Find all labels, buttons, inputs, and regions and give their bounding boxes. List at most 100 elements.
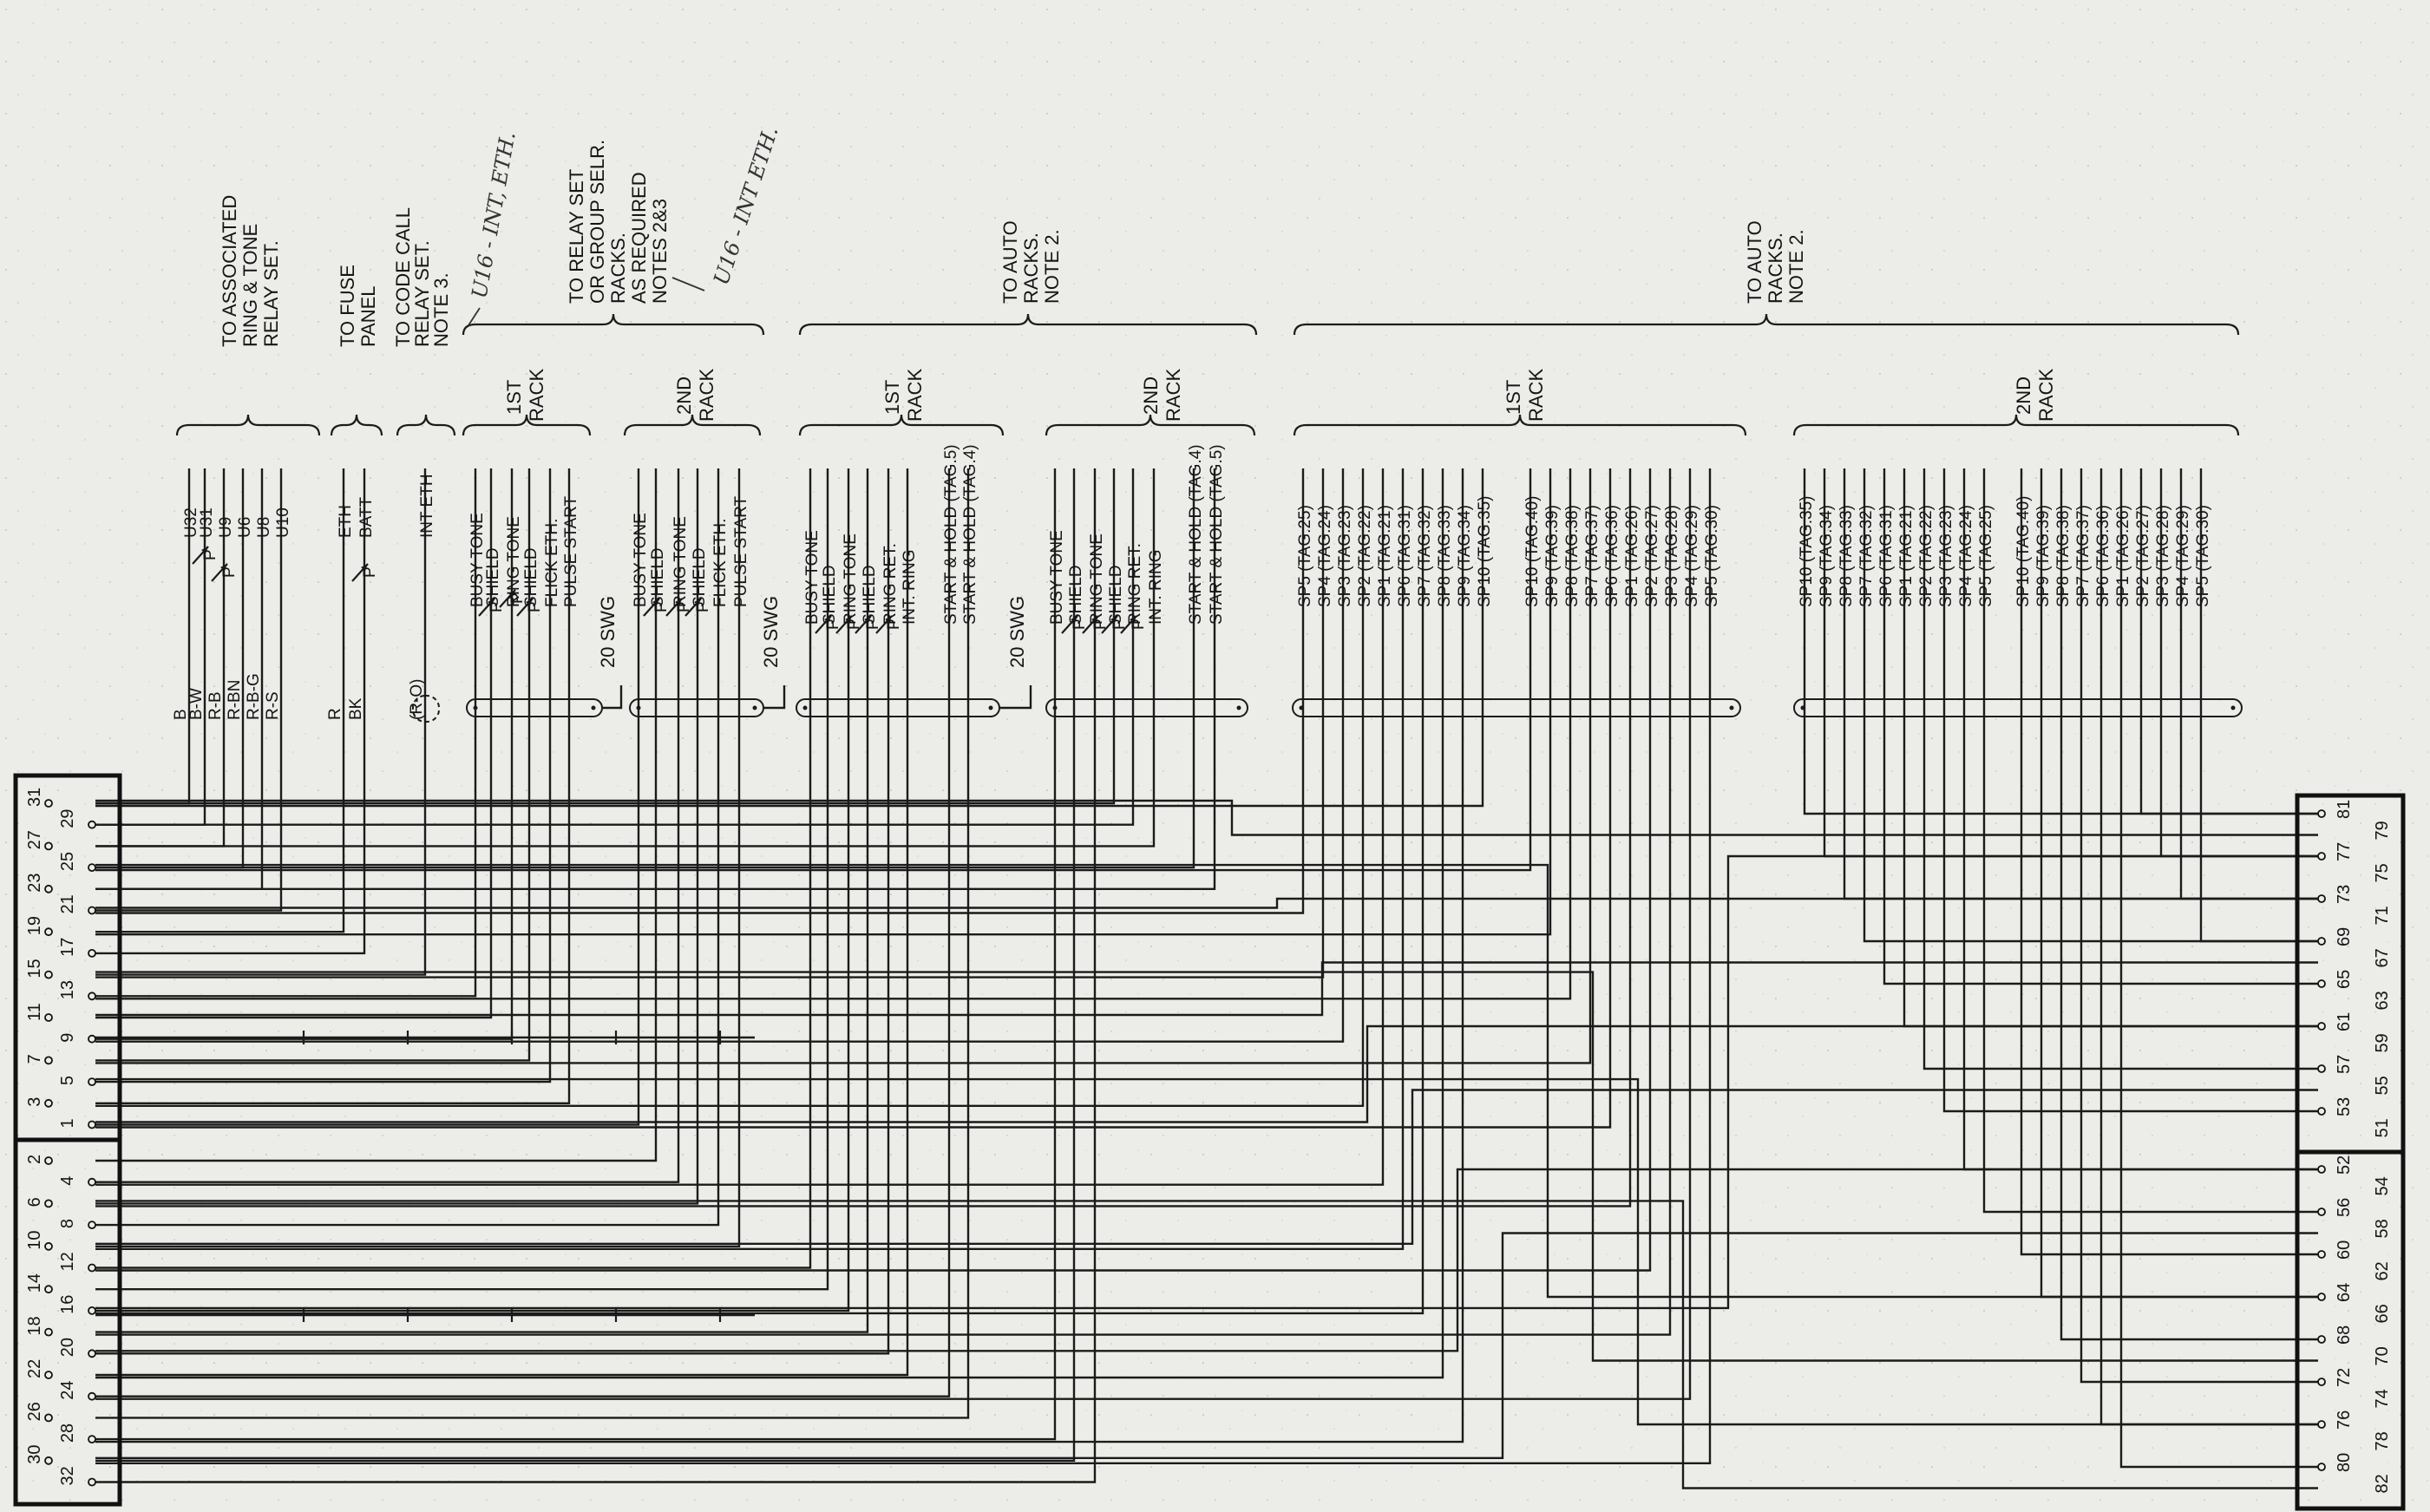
relay2-wire-label: FLICK ETH. (711, 519, 730, 607)
wire-to-left-terminal (95, 468, 493, 1019)
right-pin-bottom: 78 (2373, 1431, 2392, 1450)
terminal-pin (44, 970, 53, 979)
sp-wire-to-left (95, 468, 1425, 1315)
sp1-wire-label: SP2 (TAG.22) (1356, 505, 1374, 607)
left-pin-top: 11 (25, 1003, 44, 1021)
swg-lead (602, 685, 623, 710)
left-pin-top: 31 (25, 788, 44, 807)
right-pin-top: 77 (2335, 842, 2354, 861)
auto1-wire-label: SHIELD (821, 565, 839, 625)
brace-auto-a (798, 313, 1258, 336)
right-pin-top: 61 (2335, 1012, 2354, 1031)
wire-to-left-terminal (95, 468, 1195, 869)
relay1-wire-label: BUSY TONE (468, 513, 487, 607)
wire-to-left-terminal (95, 468, 283, 912)
terminal-pin (2317, 1378, 2326, 1386)
sp3-wire-label: SP3 (TAG.23) (1937, 505, 1955, 607)
fuse-wire-label-color: R (326, 708, 344, 720)
sp2-wire-label: SP9 (TAG.39) (1543, 505, 1562, 607)
auto2-wire-label: RING TONE (1088, 533, 1106, 625)
group-header-code-call: NOTE 3. (430, 272, 452, 347)
shield-dot (2230, 705, 2236, 710)
sp3-wire-label: SP10 (TAG.35) (1798, 496, 1816, 607)
terminal-pin (2317, 1022, 2326, 1031)
rack-label: 1ST (881, 380, 903, 415)
sp-wire-to-right (1922, 468, 2318, 1070)
sp4-wire-label: SP5 (TAG.30) (2194, 505, 2212, 607)
sp2-wire-label: SP2 (TAG.27) (1643, 505, 1661, 607)
sp3-wire-label: SP7 (TAG.32) (1857, 505, 1876, 607)
relay2-wire-label: RING TONE (671, 516, 690, 607)
rack-label: 2ND (2013, 376, 2034, 415)
handwritten-arrow (468, 307, 481, 326)
wire-to-left-terminal (95, 468, 1216, 890)
assoc-wire-label-color: B-W (187, 688, 206, 720)
terminal-pin (2317, 979, 2326, 988)
cross-run (95, 961, 2318, 1017)
terminal-pin (44, 1371, 53, 1379)
sp-wire-to-left (95, 468, 1712, 1464)
wire-to-left-terminal (95, 468, 890, 1355)
terminal-pin (88, 1221, 96, 1229)
auto1-wire-label: START & HOLD (TAG.5) (942, 444, 960, 625)
auto2-wire-label: INT. RING (1147, 549, 1165, 625)
swg-label: 20 SWG (597, 596, 619, 668)
sp3-wire-label: SP8 (TAG.33) (1837, 505, 1856, 607)
rack-label: RACK (1163, 369, 1184, 422)
relay1-wire-label: SHIELD (484, 547, 502, 607)
terminal-pin (2317, 1064, 2326, 1073)
rack-label: 1ST (1503, 380, 1524, 415)
wire-to-left-terminal (95, 468, 552, 1083)
sp3-wire-label: SP9 (TAG.34) (1818, 505, 1836, 607)
rack-label: 2ND (673, 376, 695, 415)
code-wire-label: INT ETH (418, 474, 436, 538)
rack-label: 1ST (503, 380, 525, 415)
sp-wire-to-left (95, 468, 1572, 1000)
left-pin-bottom: 10 (25, 1231, 44, 1250)
sp4-wire-label: SP2 (TAG.27) (2134, 505, 2152, 607)
shield-p-mark: P (488, 601, 506, 612)
sp2-wire-label: SP10 (TAG.40) (1523, 496, 1542, 607)
auto2-wire-label: SHIELD (1067, 565, 1085, 625)
sp2-wire-label: SP7 (TAG.37) (1583, 505, 1601, 607)
sp-wire-to-right (1863, 468, 2318, 943)
sp-wire-to-left (95, 468, 1652, 1272)
terminal-pin (44, 1156, 53, 1165)
left-pin-top: 3 (25, 1097, 44, 1107)
sp3-wire-label: SP5 (TAG.25) (1977, 505, 1995, 607)
right-pin-top: 55 (2373, 1076, 2392, 1095)
right-pin-bottom: 76 (2335, 1411, 2354, 1430)
terminal-pin (44, 1285, 53, 1294)
group-header-auto-b: RACKS. (1765, 232, 1786, 304)
brace-rack (1045, 414, 1256, 436)
terminal-pin (2317, 809, 2326, 818)
shield-dot (1729, 705, 1734, 710)
left-pin-bottom: 4 (58, 1176, 77, 1186)
sp4-wire-label: SP7 (TAG.37) (2074, 505, 2093, 607)
left-pin-bottom: 24 (58, 1380, 77, 1399)
right-pin-top: 79 (2373, 821, 2392, 840)
swg-label: 20 SWG (1006, 596, 1028, 668)
left-pin-bottom: 14 (25, 1273, 44, 1293)
wire-to-left-terminal (95, 468, 699, 1205)
terminal-pin (88, 1177, 96, 1187)
right-pin-top: 75 (2373, 863, 2392, 882)
group-header-auto-a: TO AUTO (999, 220, 1021, 304)
group-header-code-call: RELAY SET. (411, 240, 433, 347)
left-pin-top: 1 (58, 1118, 77, 1128)
wire-network (95, 313, 2318, 1489)
left-pin-top: 23 (25, 874, 44, 893)
terminal-pin (2317, 1293, 2326, 1301)
sp-wire-to-right (2139, 468, 2318, 815)
brace-relay-set (462, 313, 765, 336)
rack-label: RACK (526, 369, 547, 422)
sp-wire-to-left (95, 468, 1632, 1208)
cross-run (95, 1200, 2318, 1489)
sp1-wire-label: SP9 (TAG.34) (1456, 505, 1474, 607)
cross-run (95, 897, 2318, 909)
swg-label: 20 SWG (760, 596, 782, 668)
sp-wire-to-left (95, 468, 1532, 872)
terminal-pin (44, 841, 53, 851)
auto1-wire-label: INT. RING (901, 549, 919, 625)
sp-wire-to-left (95, 468, 1672, 1336)
